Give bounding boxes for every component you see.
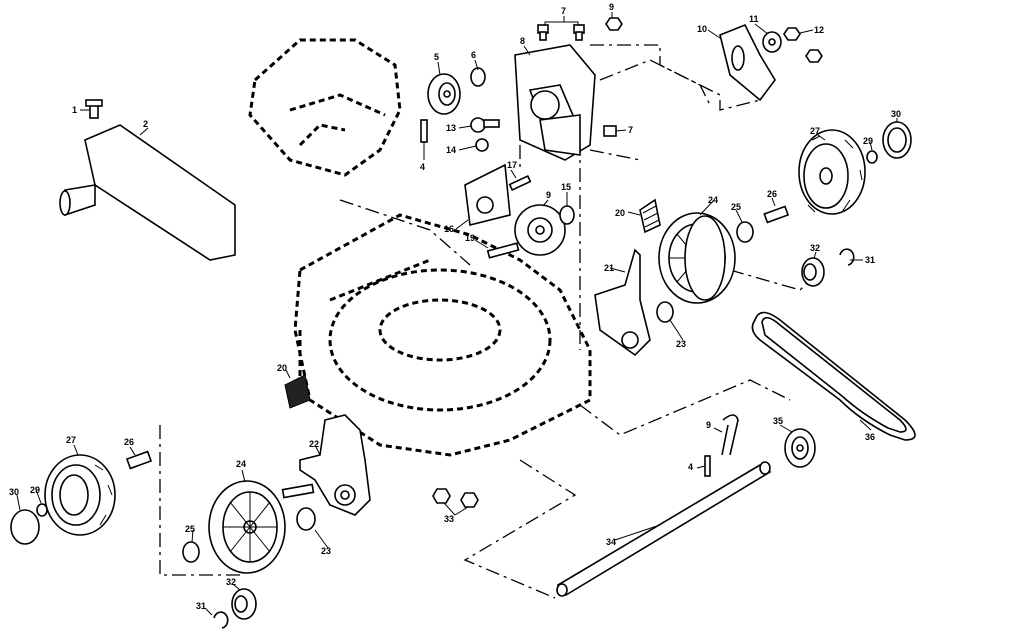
pulley-5 (427, 73, 461, 115)
pinion-32-left (231, 588, 257, 620)
label-6: 6 (471, 50, 476, 60)
clip-31-left (213, 611, 229, 629)
hub-29-left (36, 503, 48, 517)
wheel-24-left (208, 480, 286, 574)
hubcap-30-left (10, 509, 40, 545)
height-adjuster-22 (281, 414, 371, 516)
label-33: 33 (444, 514, 454, 524)
label-25-left: 25 (185, 524, 195, 534)
hub-29-right (866, 150, 878, 164)
label-32-left: 32 (226, 577, 236, 587)
engine-outline (248, 38, 402, 177)
label-32-right: 32 (810, 243, 820, 253)
label-1: 1 (72, 105, 77, 115)
label-36: 36 (865, 432, 875, 442)
washer-11 (762, 31, 782, 53)
nut-12 (783, 27, 823, 63)
label-2: 2 (143, 119, 148, 129)
bolt-7-top (537, 24, 585, 41)
label-23-left: 23 (321, 546, 331, 556)
bolt-7-side (603, 125, 617, 137)
label-35: 35 (773, 416, 783, 426)
label-8: 8 (520, 36, 525, 46)
gear-plate-16 (464, 163, 511, 226)
drive-belt-36 (751, 311, 916, 441)
bushing-26-left (125, 450, 153, 470)
label-26-left: 26 (124, 437, 134, 447)
label-9-top: 9 (609, 2, 614, 12)
tread-pad-20-lower (284, 374, 311, 409)
label-19: 19 (465, 233, 475, 243)
washer-25-left (182, 541, 200, 563)
label-22: 22 (309, 439, 319, 449)
clip-9-lower (721, 414, 739, 456)
label-7-top: 7 (561, 6, 566, 16)
label-31-left: 31 (196, 601, 206, 611)
pulley-35 (784, 428, 816, 468)
washer-23-left (296, 507, 316, 531)
pinion-32-right (801, 257, 825, 287)
bracket-10 (719, 23, 776, 102)
axle-34 (556, 461, 772, 597)
label-24-left: 24 (236, 459, 246, 469)
washer-15 (559, 205, 575, 225)
label-24-right: 24 (708, 195, 718, 205)
label-29-right: 29 (863, 136, 873, 146)
label-26-right: 26 (767, 189, 777, 199)
label-7-side: 7 (628, 125, 633, 135)
label-15: 15 (561, 182, 571, 192)
label-13: 13 (446, 123, 456, 133)
label-10: 10 (697, 24, 707, 34)
tire-27-right (798, 129, 866, 215)
label-17: 17 (507, 160, 517, 170)
tread-pad-20-upper (639, 198, 661, 234)
label-30-left: 30 (9, 487, 19, 497)
part-number-labels: 1 2 4 5 6 7 7 8 9 9 9 10 11 12 13 14 15 … (9, 2, 901, 611)
wheel-24-right (658, 212, 736, 304)
label-25-right: 25 (731, 202, 741, 212)
height-adjuster-21 (594, 248, 651, 357)
label-11: 11 (749, 14, 759, 24)
label-4-lower: 4 (688, 462, 693, 472)
pin-4-upper (420, 119, 428, 143)
label-14: 14 (446, 145, 456, 155)
label-9-center: 9 (546, 190, 551, 200)
label-29-left: 29 (30, 485, 40, 495)
pin-17 (508, 174, 532, 192)
washer-6 (470, 67, 486, 87)
clip-31-right (839, 248, 855, 266)
nut-33 (432, 488, 479, 508)
label-27-left: 27 (66, 435, 76, 445)
pin-14 (475, 138, 489, 152)
label-5: 5 (434, 52, 439, 62)
label-34: 34 (606, 537, 616, 547)
shaft-19 (486, 242, 520, 259)
label-20-lower: 20 (277, 363, 287, 373)
tire-27-left (44, 454, 116, 536)
label-21: 21 (604, 263, 614, 273)
label-31-right: 31 (865, 255, 875, 265)
discharge-chute (59, 124, 236, 261)
transmission-housing (514, 44, 596, 161)
label-27-right: 27 (810, 126, 820, 136)
label-30-right: 30 (891, 109, 901, 119)
pin-13 (470, 117, 500, 133)
pin-4-lower (704, 455, 711, 477)
label-12: 12 (814, 25, 824, 35)
hubcap-30-right (882, 121, 912, 159)
label-9-lower: 9 (706, 420, 711, 430)
bolt-1 (85, 99, 103, 119)
label-4-upper: 4 (420, 162, 425, 172)
nut-9-top (605, 17, 623, 31)
label-23-right: 23 (676, 339, 686, 349)
bushing-26-right (763, 205, 790, 224)
washer-25-right (736, 221, 754, 243)
leader-lines (16, 12, 898, 616)
label-20-upper: 20 (615, 208, 625, 218)
drive-gear-9 (514, 204, 566, 256)
washer-23-right (656, 301, 674, 323)
label-16: 16 (444, 224, 454, 234)
